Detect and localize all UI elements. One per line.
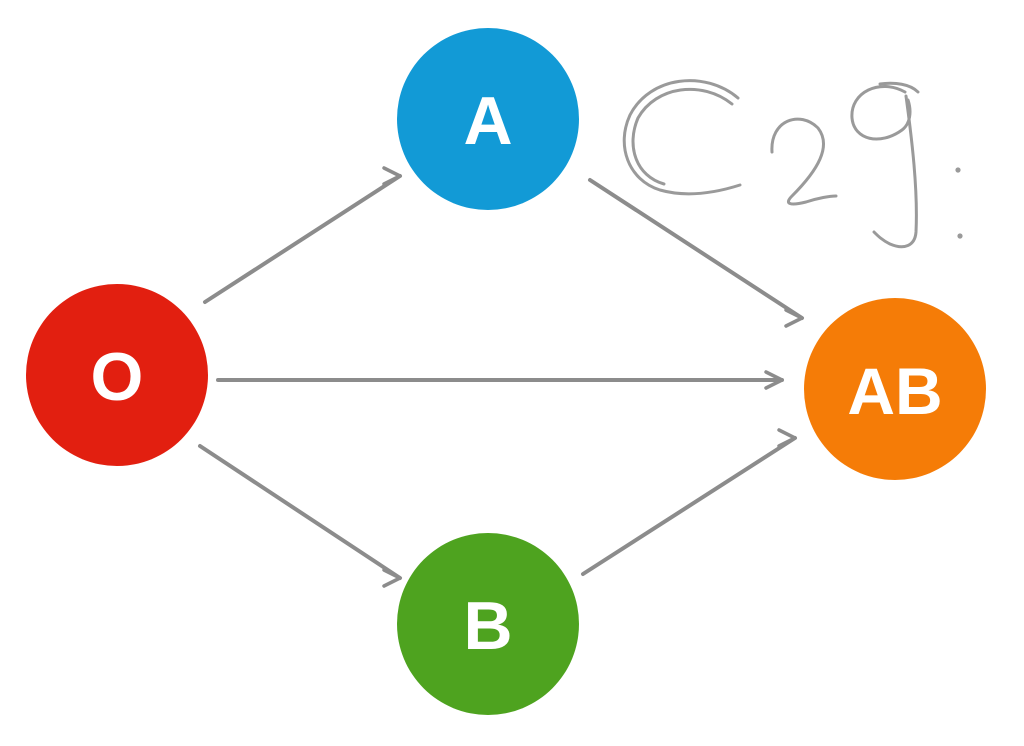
node-o-circle — [26, 284, 208, 466]
node-a-label: A — [463, 83, 512, 159]
edge-b-to-ab — [581, 428, 797, 576]
node-a-circle — [397, 28, 579, 210]
node-ab-circle — [804, 298, 986, 480]
node-a: A — [397, 28, 579, 210]
node-o-label: O — [91, 339, 144, 415]
edge-o-to-a — [203, 166, 402, 304]
node-b-circle — [397, 533, 579, 715]
node-ab-label: AB — [847, 354, 942, 428]
node-b-label: B — [463, 588, 512, 664]
edge-a-to-ab — [588, 178, 804, 328]
node-ab: AB — [804, 298, 986, 480]
node-b: B — [397, 533, 579, 715]
handwritten-annotation — [622, 79, 963, 249]
node-o: O — [26, 284, 208, 466]
edge-o-to-b — [198, 444, 402, 588]
